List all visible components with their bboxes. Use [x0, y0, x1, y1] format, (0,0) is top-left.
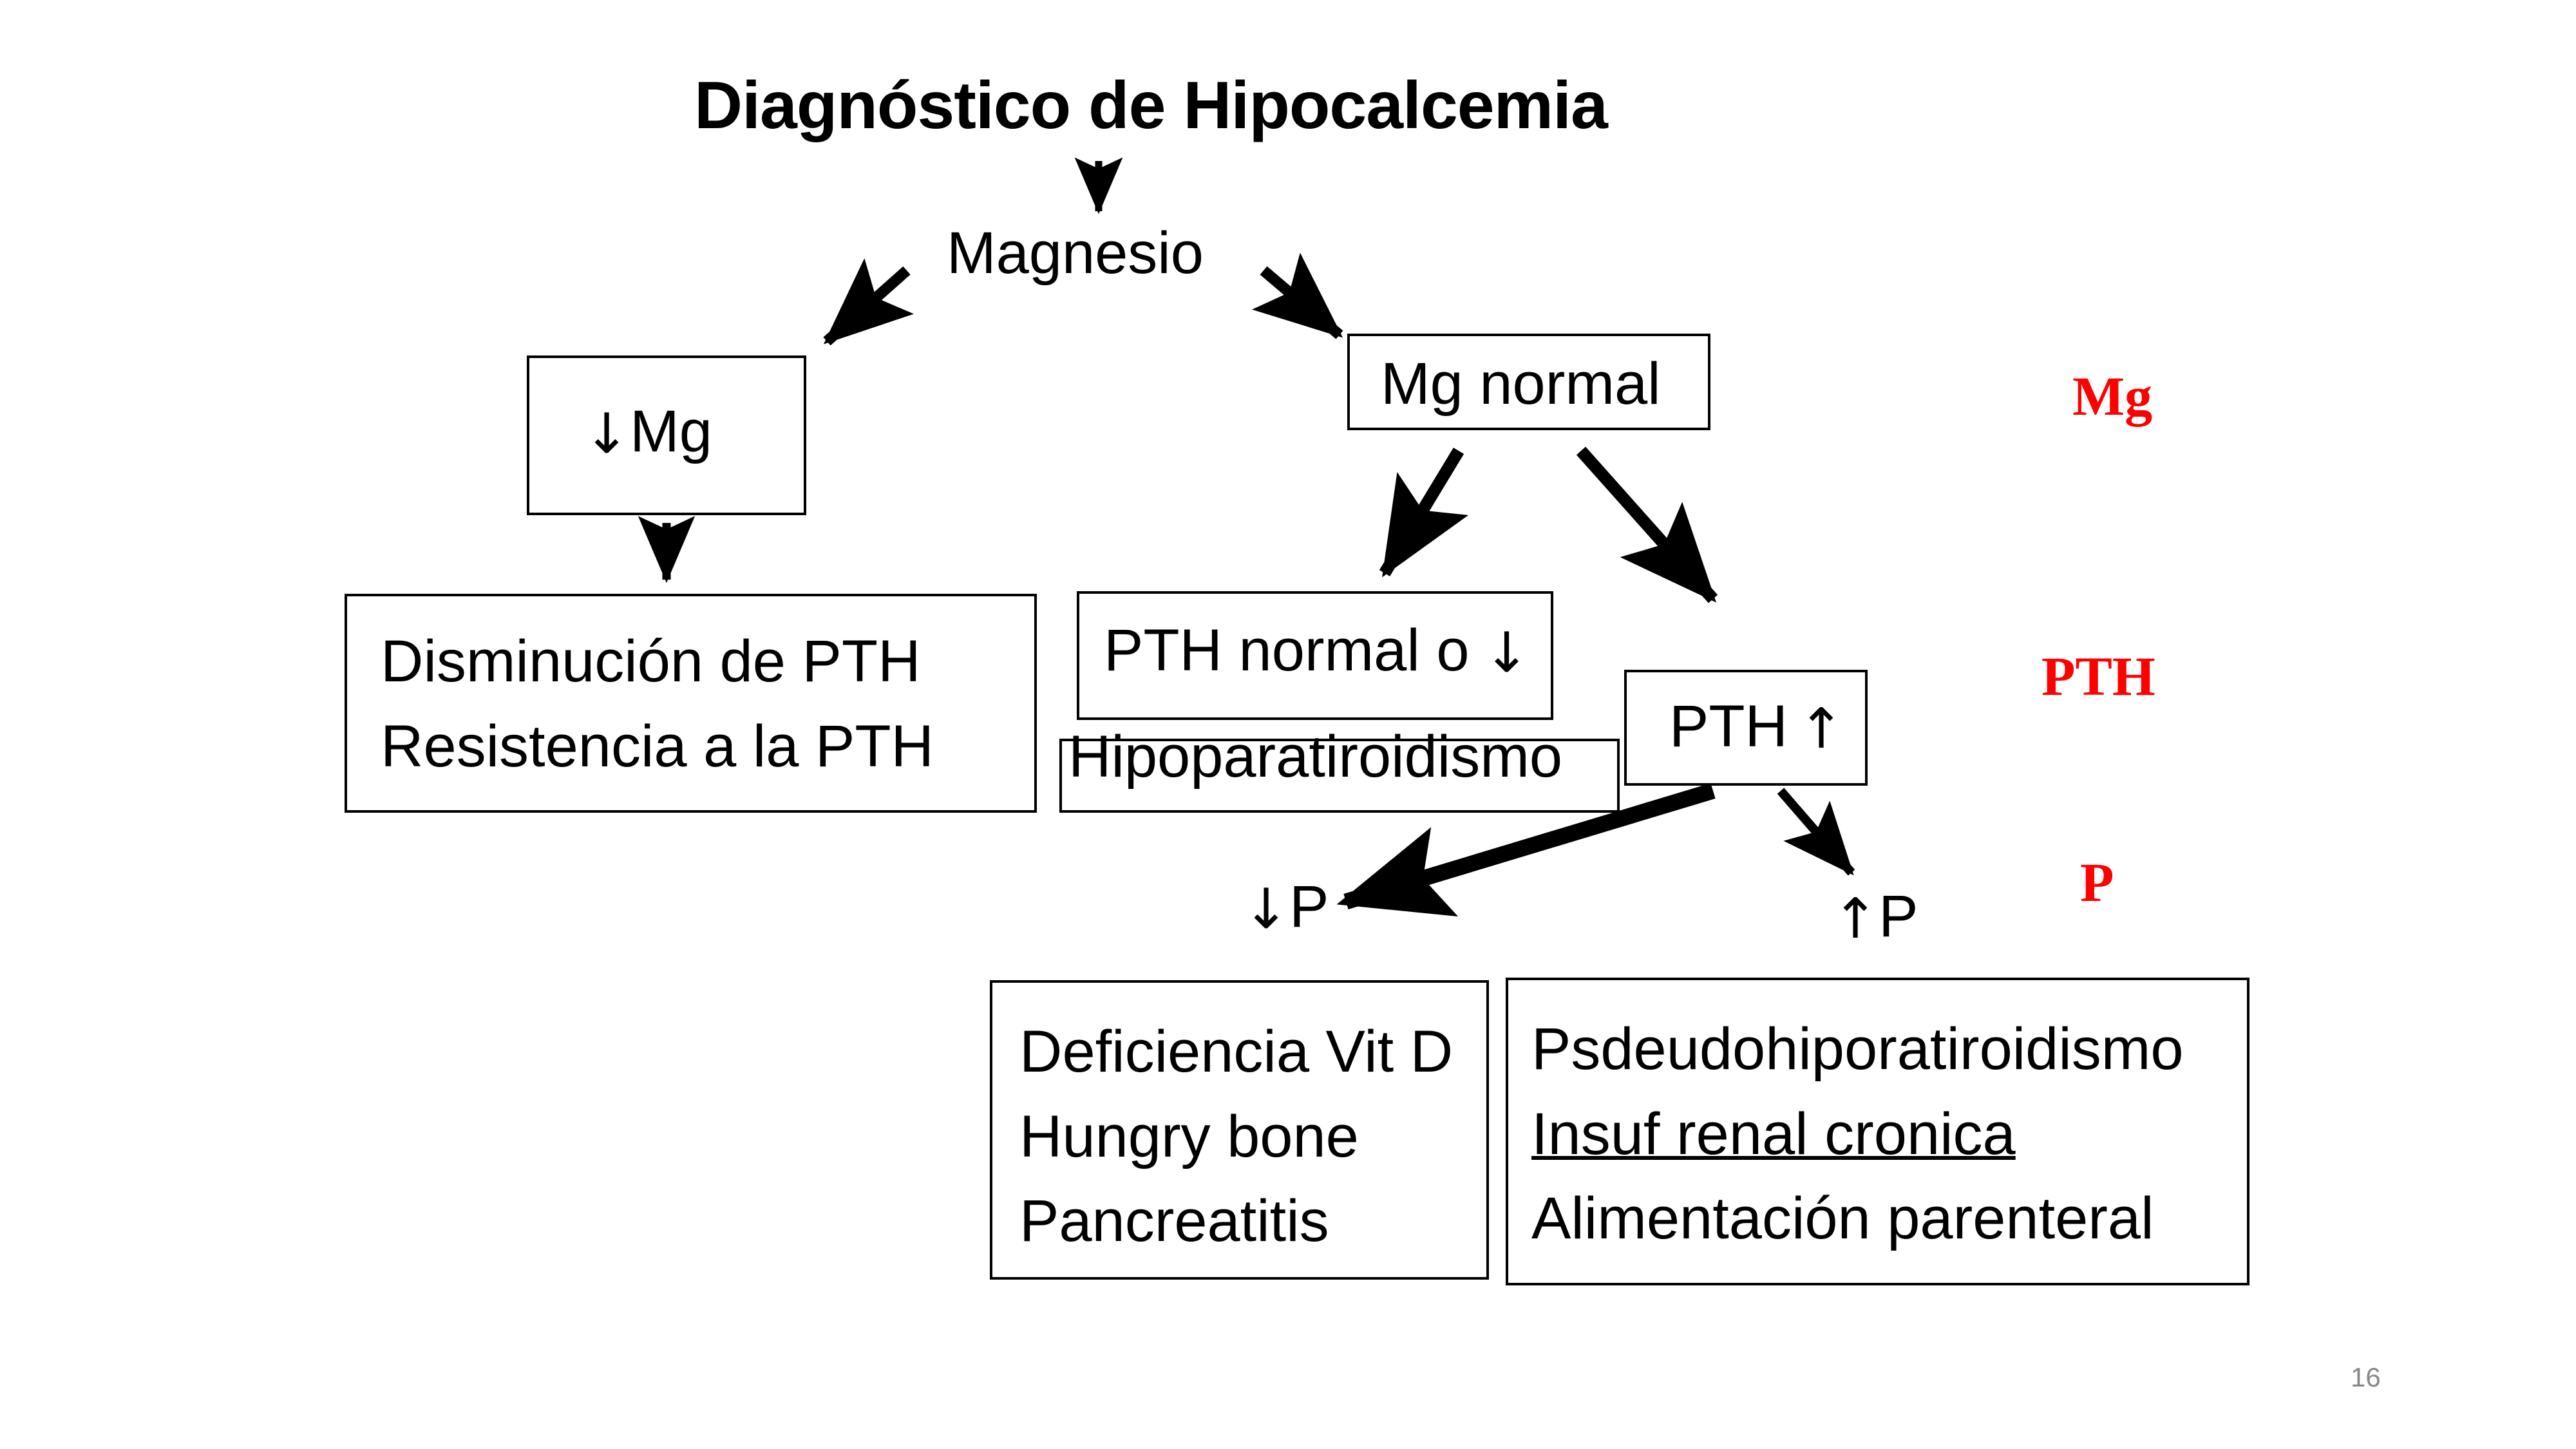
label-p-low: ↓P	[1243, 876, 1329, 938]
node-pth-high-box[interactable]: PTH↑	[1624, 670, 1868, 786]
node-low-p-causes-line3: Pancreatitis	[1019, 1188, 1329, 1255]
down-arrow-icon: ↓	[583, 402, 630, 466]
arrow-mg-normal-to-pth-high	[1576, 446, 1718, 603]
node-pth-decrease-line1: Disminución de PTH	[381, 629, 921, 694]
node-low-p-causes-box[interactable]: Deficiencia Vit D Hungry bone Pancreatit…	[990, 980, 1489, 1280]
legend-item-pth: PTH	[2041, 645, 2155, 707]
node-high-p-causes-line2: Insuf renal cronica	[1531, 1101, 2016, 1167]
down-arrow-icon: ↓	[1243, 877, 1290, 942]
node-low-mg-label: Mg	[630, 399, 712, 464]
arrow-mg-normal-to-pth-normal	[1379, 448, 1469, 578]
arrow-magnesio-to-mg-normal	[1252, 252, 1343, 339]
node-low-mg-box[interactable]: ↓Mg	[527, 355, 806, 515]
node-pth-decrease-box[interactable]: Disminución de PTH Resistencia a la PTH	[345, 594, 1037, 813]
down-arrow-icon: ↓	[1483, 621, 1530, 685]
page-number: 16	[2351, 1362, 2381, 1392]
label-p-low-text: P	[1289, 874, 1329, 940]
node-pth-normal-or-low-label: PTH normal o	[1104, 618, 1470, 683]
up-arrow-icon: ↑	[1798, 697, 1845, 761]
label-p-high: ↑P	[1832, 886, 1918, 948]
node-mg-normal-label: Mg normal	[1381, 351, 1661, 417]
node-pth-high-label: PTH	[1669, 694, 1788, 759]
node-hypoparathyroidism-label: Hipoparatiroidismo	[1068, 724, 1562, 790]
node-low-p-causes-line1: Deficiencia Vit D	[1019, 1019, 1454, 1084]
node-high-p-causes-line1: Psdeudohiporatiroidismo	[1531, 1016, 2184, 1082]
node-pth-normal-or-low-box[interactable]: PTH normal o↓	[1077, 591, 1553, 720]
arrow-pth-high-to-p-high	[1777, 788, 1855, 876]
node-mg-normal-box[interactable]: Mg normal	[1347, 334, 1710, 430]
node-high-p-causes-line3: Alimentación parenteral	[1531, 1186, 2154, 1252]
legend-item-mg: Mg	[2072, 365, 2153, 427]
arrow-magnesio-to-low-mg	[823, 258, 914, 346]
label-p-high-text: P	[1879, 884, 1918, 949]
up-arrow-icon: ↑	[1832, 887, 1879, 951]
node-magnesio-label: Magnesio	[947, 220, 1204, 286]
node-low-p-causes-line2: Hungry bone	[1019, 1103, 1359, 1170]
node-hypoparathyroidism-box[interactable]: Hipoparatiroidismo	[1059, 727, 1620, 813]
page-title: Diagnóstico de Hipocalcemia	[694, 68, 1608, 143]
node-pth-decrease-line2: Resistencia a la PTH	[381, 713, 934, 779]
legend-item-p: P	[2080, 851, 2114, 913]
node-high-p-causes-box[interactable]: Psdeudohiporatiroidismo Insuf renal cron…	[1506, 978, 2249, 1285]
